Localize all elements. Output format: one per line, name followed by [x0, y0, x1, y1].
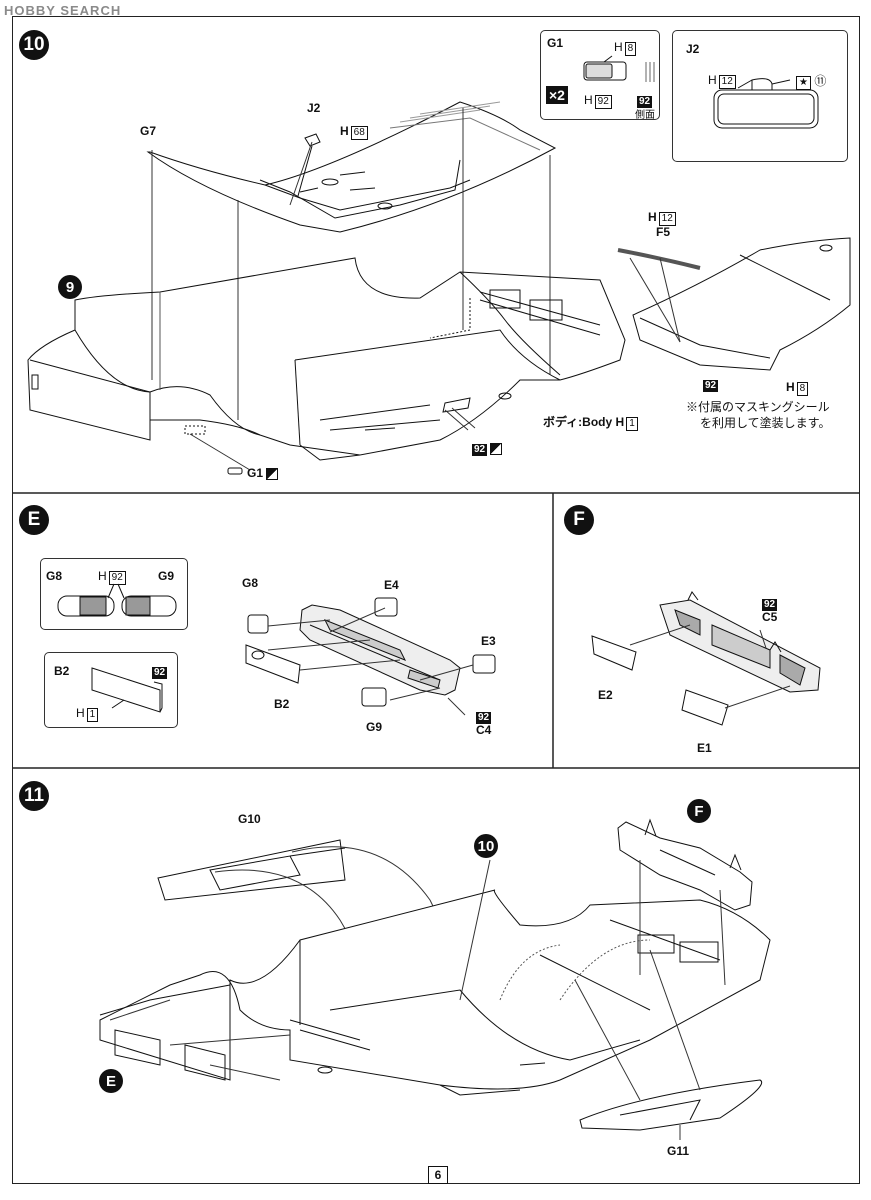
bumper-assembly-c4 [299, 604, 461, 696]
label-g10: G10 [238, 812, 261, 826]
label-e3: E3 [481, 634, 496, 648]
step-ref-9: 9 [58, 275, 82, 299]
roof-panel-g7 [146, 101, 557, 233]
step-letter-e: E [19, 505, 49, 535]
paint-code-92-c5: 92 [762, 599, 778, 611]
label-g7: G7 [140, 124, 157, 138]
step-number-11: 11 [19, 781, 49, 811]
inset-j2-star: ★ ⑪ [794, 72, 826, 90]
label-c5: C5 [762, 610, 778, 624]
label-e1: E1 [697, 741, 712, 755]
inset-g1 [540, 30, 660, 120]
inset-j2 [672, 30, 848, 162]
watermark: HOBBY SEARCH [4, 3, 122, 18]
inset-g8-g9 [40, 558, 188, 630]
masking-note-line1: ※付属のマスキングシール [686, 400, 830, 414]
step-ref-e: E [99, 1069, 123, 1093]
label-g11: G11 [667, 1144, 690, 1158]
bumper-assembly-c5 [659, 591, 821, 693]
step-ref-10: 10 [474, 834, 498, 858]
step-number-10: 10 [19, 30, 49, 60]
inset-label-g8: G8 [46, 569, 63, 583]
paint-code-68: 68 [350, 126, 368, 140]
label-e4: E4 [384, 578, 399, 592]
body-tub [27, 257, 626, 461]
paint-code-92-c4: 92 [476, 712, 492, 724]
step-letter-f: F [564, 505, 594, 535]
body-assembly [99, 889, 771, 1096]
label-f5: F5 [656, 225, 671, 239]
quantity-x2: ×2 [546, 86, 568, 104]
label-c4: C4 [476, 723, 492, 737]
step-ref-f: F [687, 799, 711, 823]
inset-b2-code: 92 [152, 667, 168, 679]
masking-note-line2: を利用して塗装します。 [700, 416, 831, 430]
inset-g1-side-label: 側面 [635, 110, 655, 121]
star-icon: ★ [796, 76, 811, 90]
paint-code-92-body: 92 [472, 441, 503, 456]
label-g9: G9 [366, 720, 383, 734]
inset-g1-side-code: 92 [637, 96, 653, 108]
paint-code-12: 12 [658, 212, 676, 226]
label-g1: G1 [247, 466, 279, 480]
two-tone-icon [490, 442, 503, 455]
label-b2: B2 [274, 697, 290, 711]
inset-b2 [44, 652, 178, 728]
paint-code-92-window: 92 [703, 380, 719, 392]
page-number: 6 [428, 1166, 448, 1184]
inset-j2-title: J2 [686, 42, 700, 56]
window-g11 [579, 1079, 762, 1131]
inset-label-g9: G9 [158, 569, 175, 583]
paint-code-8: 8 [796, 382, 809, 396]
label-e2: E2 [598, 688, 613, 702]
inset-label-b2: B2 [54, 664, 70, 678]
label-g8: G8 [242, 576, 259, 590]
label-j2: J2 [307, 101, 321, 115]
paint-code-1: 1 [626, 417, 638, 431]
two-tone-icon [266, 467, 279, 480]
inset-g1-title: G1 [547, 36, 564, 50]
window-f5 [617, 237, 851, 371]
bumper-f-assembly [617, 818, 753, 911]
